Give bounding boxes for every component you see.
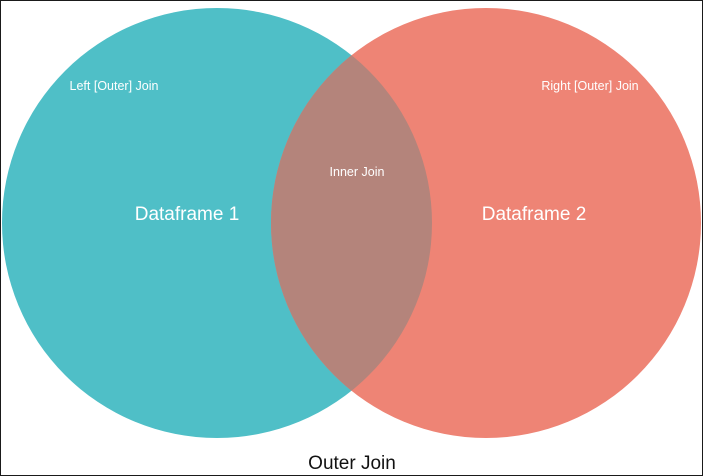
diagram-caption: Outer Join <box>308 453 396 474</box>
inner-join-label: Inner Join <box>330 165 385 179</box>
right-outer-join-label: Right [Outer] Join <box>541 79 638 93</box>
dataframe-1-label: Dataframe 1 <box>135 204 240 225</box>
inner-join-overlap <box>271 8 432 438</box>
dataframe-2-label: Dataframe 2 <box>482 204 587 225</box>
left-outer-join-label: Left [Outer] Join <box>70 79 159 93</box>
